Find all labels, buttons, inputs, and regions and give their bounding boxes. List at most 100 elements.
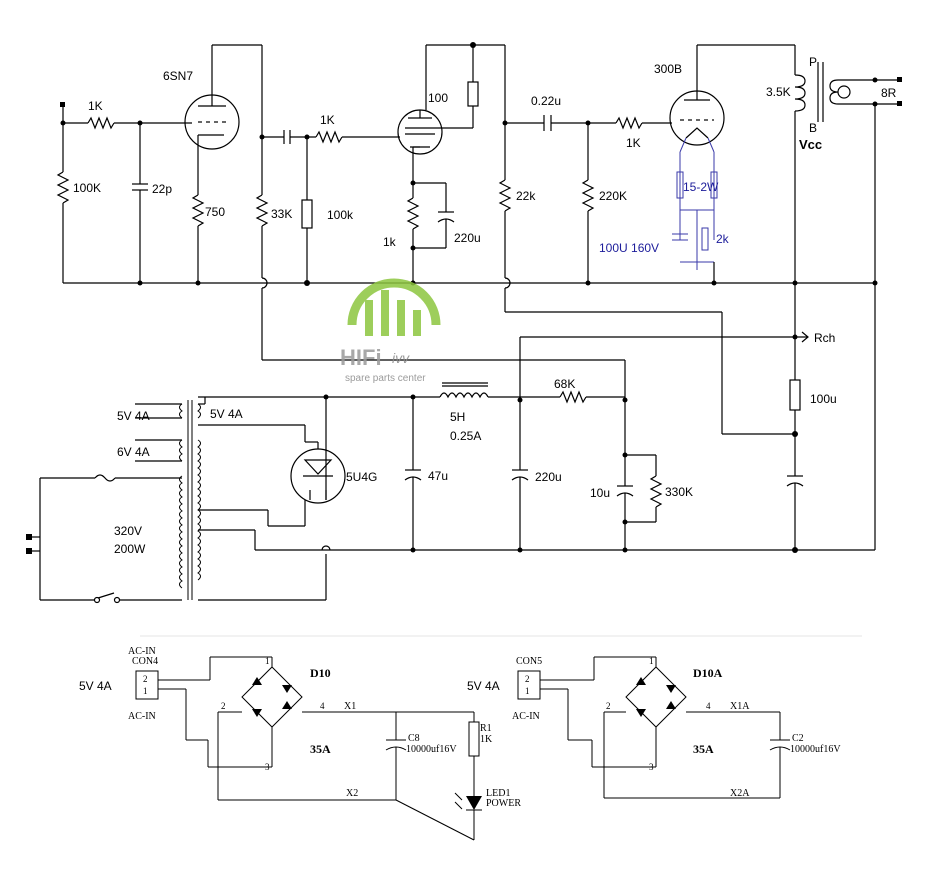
psu-left-pin1: 1: [143, 686, 148, 696]
psu-right: [517, 656, 791, 799]
label-c-couple: 0.22u: [531, 94, 561, 108]
label-6sn7: 6SN7: [163, 69, 193, 83]
labels: 6SN7 1K 100K 22p 750 33K 1K 100k 100 1k …: [73, 55, 897, 809]
psu-left-ac-bottom: AC-IN: [128, 711, 156, 722]
bridge-d10a: [625, 666, 687, 728]
psu-right-pin2: 2: [525, 674, 530, 684]
label-vcc: Vcc: [799, 137, 822, 152]
connector-con4: [135, 670, 159, 700]
label-r-grid-leak: 100K: [73, 181, 101, 195]
connector-con5: [517, 670, 541, 700]
r1: [468, 721, 480, 757]
label-c-filter1: 47u: [428, 469, 448, 483]
r-grid-leak: [56, 171, 70, 204]
label-tr-5v-a: 5V 4A: [117, 409, 150, 423]
r-mid: [301, 199, 313, 229]
label-r-bleed: 330K: [665, 485, 693, 499]
label-c-filter3: 10u: [590, 486, 610, 500]
watermark-suffix: ivv: [392, 350, 410, 366]
label-r-drop: 68K: [554, 377, 575, 391]
psu-right-bridge: D10A: [693, 666, 723, 680]
watermark: HIFi ivv spare parts center: [340, 278, 441, 384]
label-r-bias2: 2k: [716, 232, 730, 246]
label-r-cathode2: 1k: [383, 235, 397, 249]
label-ot-primary: 3.5K: [766, 85, 791, 99]
led1: [466, 796, 482, 810]
r-plate1: [255, 194, 269, 227]
psu-left-led-val: POWER: [486, 798, 521, 809]
psu-left-res-ref: R1: [480, 723, 492, 734]
r-bias2: [701, 227, 709, 251]
label-ot-p: P: [809, 55, 817, 69]
label-r-plate2: 22k: [516, 189, 536, 203]
r-mid-plate: [467, 81, 479, 107]
r-cathode2: [406, 197, 420, 230]
psu-right-node4: 4: [706, 701, 711, 711]
label-choke-current: 0.25A: [450, 429, 481, 443]
label-tr-5v-b: 5V 4A: [210, 407, 243, 421]
input-terminal: [60, 102, 65, 107]
psu-left-pin2: 2: [143, 674, 148, 684]
label-c-filter2: 220u: [535, 470, 562, 484]
power-supply-section: [26, 337, 875, 604]
r-drop: [559, 390, 587, 404]
psu-right-node2: 2: [606, 701, 611, 711]
label-speaker: 8R: [881, 86, 897, 100]
psu-right-ac-bottom: AC-IN: [512, 711, 540, 722]
label-tr-6v: 6V 4A: [117, 445, 150, 459]
r-plate2: [498, 179, 512, 212]
r-input: [87, 116, 115, 130]
psu-left-node2: 2: [221, 701, 226, 711]
label-ot-b: B: [809, 121, 817, 135]
r-bias-left: [676, 171, 684, 199]
label-300b: 300B: [654, 62, 682, 76]
psu-right-current: 35A: [693, 742, 714, 756]
amplifier-section: [56, 42, 902, 553]
r-bleed: [649, 475, 663, 508]
label-r-bias: 15-2W: [683, 180, 719, 194]
psu-left-bridge: D10: [310, 666, 331, 680]
psu-right-net-x1: X1A: [730, 701, 750, 712]
psu-right-node-top: 1: [649, 656, 654, 666]
r-cathode1: [191, 194, 205, 227]
label-tr-200w: 200W: [114, 542, 146, 556]
psu-left-led-ref: LED1: [486, 788, 510, 799]
label-c-cathode2: 220u: [454, 231, 481, 245]
choke: [439, 392, 489, 399]
bridge-d10: [241, 666, 303, 728]
label-tr-320v: 320V: [114, 524, 142, 538]
label-r-grid2: 1K: [320, 113, 335, 127]
r-grid3-leak: [581, 179, 595, 212]
label-tube-mid: 100: [428, 91, 448, 105]
r-grid3: [615, 116, 643, 130]
psu-right-pin1: 1: [525, 686, 530, 696]
psu-left-con: CON4: [132, 656, 158, 667]
psu-left-res-val: 1K: [480, 734, 493, 745]
psu-left-net-x2: X2: [346, 788, 358, 799]
r-100u: [789, 379, 801, 411]
psu-left-ac-top: AC-IN: [128, 646, 156, 657]
ot-secondary: [829, 79, 839, 105]
r-grid2: [315, 130, 343, 144]
r-bias-right: [710, 171, 718, 199]
watermark-tag: spare parts center: [345, 373, 426, 384]
label-r-grid3-leak: 220K: [599, 189, 627, 203]
label-choke: 5H: [450, 410, 465, 424]
watermark-brand: HIFi: [340, 345, 382, 370]
ot-primary: [794, 74, 806, 112]
psu-left: [135, 656, 482, 841]
psu-left-net-x1: X1: [344, 701, 356, 712]
psu-right-cap-val: 10000uf16V: [790, 744, 841, 755]
psu-left-cap-ref: C8: [408, 733, 420, 744]
psu-left-cap-val: 10000uf16V: [406, 744, 457, 755]
label-c-bias: 100U 160V: [599, 241, 659, 255]
psu-left-side-label: 5V 4A: [79, 679, 112, 693]
label-r-cathode1: 750: [205, 205, 225, 219]
psu-left-node4: 4: [320, 701, 325, 711]
label-r-grid3: 1K: [626, 136, 641, 150]
label-r-mid: 100k: [327, 208, 354, 222]
psu-right-node-bot: 3: [649, 762, 654, 772]
label-5u4g: 5U4G: [346, 470, 377, 484]
label-r-plate1: 33K: [271, 207, 292, 221]
